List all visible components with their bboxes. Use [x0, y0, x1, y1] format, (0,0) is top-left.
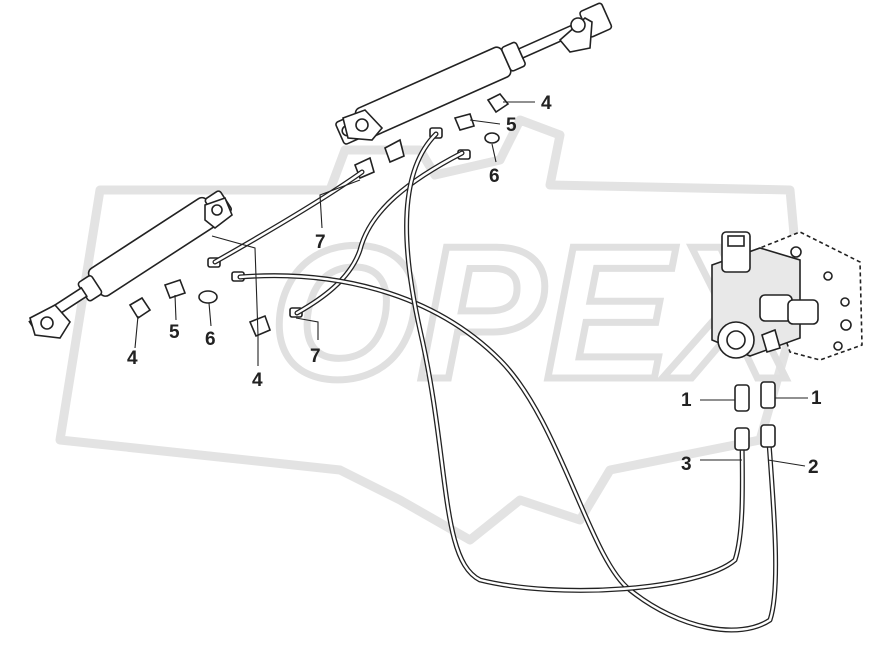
hydraulic-hoses	[212, 131, 779, 633]
callout-6-top: 6	[489, 166, 500, 187]
control-valve-block	[711, 231, 863, 361]
valve-adapters	[734, 381, 776, 451]
callout-5-left: 5	[169, 322, 180, 343]
callout-4-middle: 4	[252, 370, 263, 391]
upper-hydraulic-cylinder	[335, 2, 613, 145]
callout-2: 2	[808, 457, 819, 478]
callout-7-lower: 7	[310, 346, 321, 367]
callout-1-right: 1	[811, 388, 822, 409]
callout-3: 3	[681, 454, 692, 475]
callout-4-left: 4	[127, 348, 138, 369]
callout-labels: 4 5 6 7 4 5 6 4 7 1 1 3 2	[127, 93, 822, 478]
callout-6-left: 6	[205, 329, 216, 350]
callout-1-left: 1	[681, 390, 692, 411]
callout-7-upper: 7	[315, 232, 326, 253]
callout-5-top: 5	[506, 115, 517, 136]
lower-hydraulic-cylinder	[28, 190, 233, 339]
callout-4-top: 4	[541, 93, 552, 114]
leader-lines	[134, 101, 808, 467]
